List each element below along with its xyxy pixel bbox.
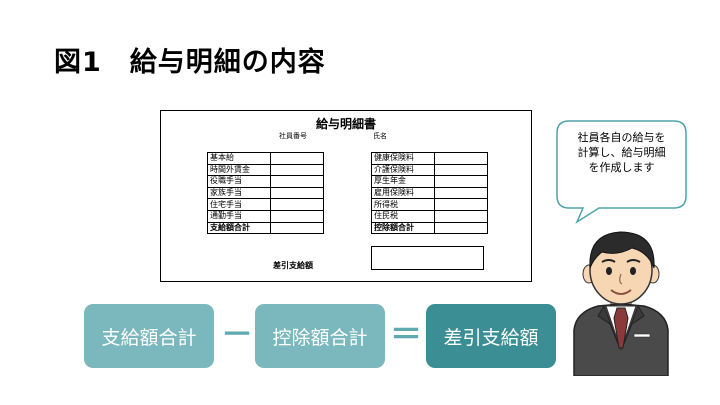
deductions-value-cell: [434, 186, 488, 200]
earnings-row: 基本給: [207, 152, 324, 165]
deductions-row: 厚生年金: [371, 175, 488, 188]
earnings-row: 住宅手当: [207, 198, 324, 211]
deductions-label: 健康保険料: [371, 152, 435, 165]
payslip-title: 給与明細書: [315, 117, 376, 131]
earnings-total-row: 支給額合計: [207, 221, 324, 235]
deductions-label: 厚生年金: [371, 175, 435, 188]
businessman-icon: [568, 226, 674, 377]
net-pay-label: 差引支給額: [273, 261, 313, 270]
deductions-label: 介護保険料: [371, 163, 435, 177]
deductions-row: 所得税: [371, 198, 488, 211]
employee-number-label: 社員番号: [279, 132, 307, 140]
employee-name-label: 氏名: [373, 132, 387, 140]
earnings-label: 住宅手当: [207, 198, 271, 211]
deductions-label: 雇用保険料: [371, 186, 435, 200]
earnings-value-cell: [270, 198, 324, 211]
payslip-document: 給与明細書 社員番号 氏名 基本給 時間外賃金 役職手当 家族手当 住宅手当 通…: [160, 110, 532, 282]
speech-line: 計算し、給与明細: [577, 146, 666, 159]
speech-line: 社員各自の給与を: [577, 131, 666, 144]
earnings-value-cell: [270, 209, 324, 223]
speech-bubble: 社員各自の給与を 計算し、給与明細 を作成します: [555, 120, 688, 224]
equals-operator: ＝: [390, 315, 423, 353]
speech-bubble-shape: [556, 120, 687, 224]
earnings-label: 基本給: [207, 152, 271, 165]
deductions-label: 住民税: [371, 209, 435, 223]
deductions-row: 介護保険料: [371, 163, 488, 177]
speech-bubble-text: 社員各自の給与を 計算し、給与明細 を作成します: [561, 130, 682, 175]
earnings-label: 通勤手当: [207, 209, 271, 223]
earnings-value-cell: [270, 175, 324, 188]
deductions-total-label: 控除額合計: [371, 221, 435, 235]
earnings-row: 役職手当: [207, 175, 324, 188]
earnings-row: 家族手当: [207, 186, 324, 200]
deductions-value-cell: [434, 163, 488, 177]
page-title: 図1 給与明細の内容: [54, 47, 326, 78]
speech-line: を作成します: [588, 161, 655, 174]
deductions-total-row: 控除額合計: [371, 221, 488, 235]
earnings-label: 家族手当: [207, 186, 271, 200]
deductions-value-cell: [434, 152, 488, 165]
minus-operator: －: [221, 315, 254, 353]
earnings-value-cell: [270, 186, 324, 200]
earnings-total-cell: [270, 221, 324, 235]
deductions-row: 住民税: [371, 209, 488, 223]
earnings-value-cell: [270, 152, 324, 165]
deductions-row: 健康保険料: [371, 152, 488, 165]
deductions-total-pill: 控除額合計: [255, 304, 385, 368]
earnings-row: 通勤手当: [207, 209, 324, 223]
net-pay-box: [371, 246, 484, 270]
earnings-label: 時間外賃金: [207, 163, 271, 177]
earnings-total-label: 支給額合計: [207, 221, 271, 235]
net-pay-pill: 差引支給額: [426, 304, 556, 368]
deductions-label: 所得税: [371, 198, 435, 211]
earnings-table: 基本給 時間外賃金 役職手当 家族手当 住宅手当 通勤手当 支給額合計: [207, 152, 324, 235]
deductions-table: 健康保険料 介護保険料 厚生年金 雇用保険料 所得税 住民税 控除額合計: [371, 152, 488, 235]
deductions-row: 雇用保険料: [371, 186, 488, 200]
earnings-label: 役職手当: [207, 175, 271, 188]
earnings-total-pill: 支給額合計: [84, 304, 214, 368]
earnings-value-cell: [270, 163, 324, 177]
deductions-total-cell: [434, 221, 488, 235]
deductions-value-cell: [434, 175, 488, 188]
earnings-row: 時間外賃金: [207, 163, 324, 177]
deductions-value-cell: [434, 198, 488, 211]
deductions-value-cell: [434, 209, 488, 223]
